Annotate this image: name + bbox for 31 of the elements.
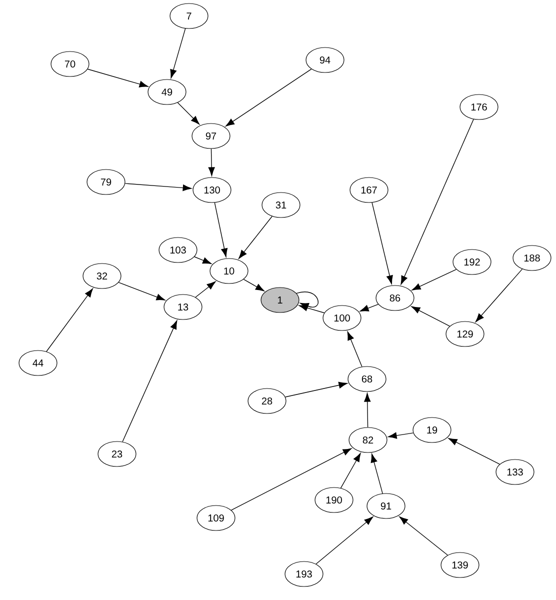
arrow bbox=[400, 118, 474, 285]
arrow bbox=[448, 438, 500, 465]
arrow bbox=[411, 306, 450, 327]
arrow bbox=[177, 102, 200, 125]
arrow bbox=[230, 448, 352, 511]
arrow bbox=[195, 281, 216, 298]
arrow bbox=[122, 320, 178, 442]
arrow bbox=[118, 282, 166, 300]
arrow bbox=[238, 216, 272, 259]
arrow bbox=[194, 256, 212, 264]
arrow bbox=[399, 516, 448, 556]
arrow bbox=[360, 304, 379, 312]
arrow bbox=[124, 183, 192, 192]
arrow bbox=[316, 516, 374, 564]
arrow bbox=[412, 269, 457, 290]
arrow bbox=[372, 202, 393, 284]
arrow bbox=[87, 68, 148, 88]
arrow bbox=[298, 304, 325, 314]
arrow bbox=[214, 202, 228, 258]
arrow bbox=[364, 392, 371, 428]
arrow bbox=[170, 28, 186, 78]
arrow bbox=[226, 68, 312, 126]
arrow bbox=[347, 331, 362, 367]
arrow bbox=[475, 268, 523, 322]
arrow bbox=[284, 382, 348, 398]
arrow bbox=[388, 432, 414, 439]
arrow bbox=[46, 288, 93, 352]
arrow bbox=[370, 454, 383, 494]
arrow bbox=[208, 148, 215, 176]
arrow bbox=[243, 278, 264, 292]
arrow bbox=[340, 452, 361, 488]
